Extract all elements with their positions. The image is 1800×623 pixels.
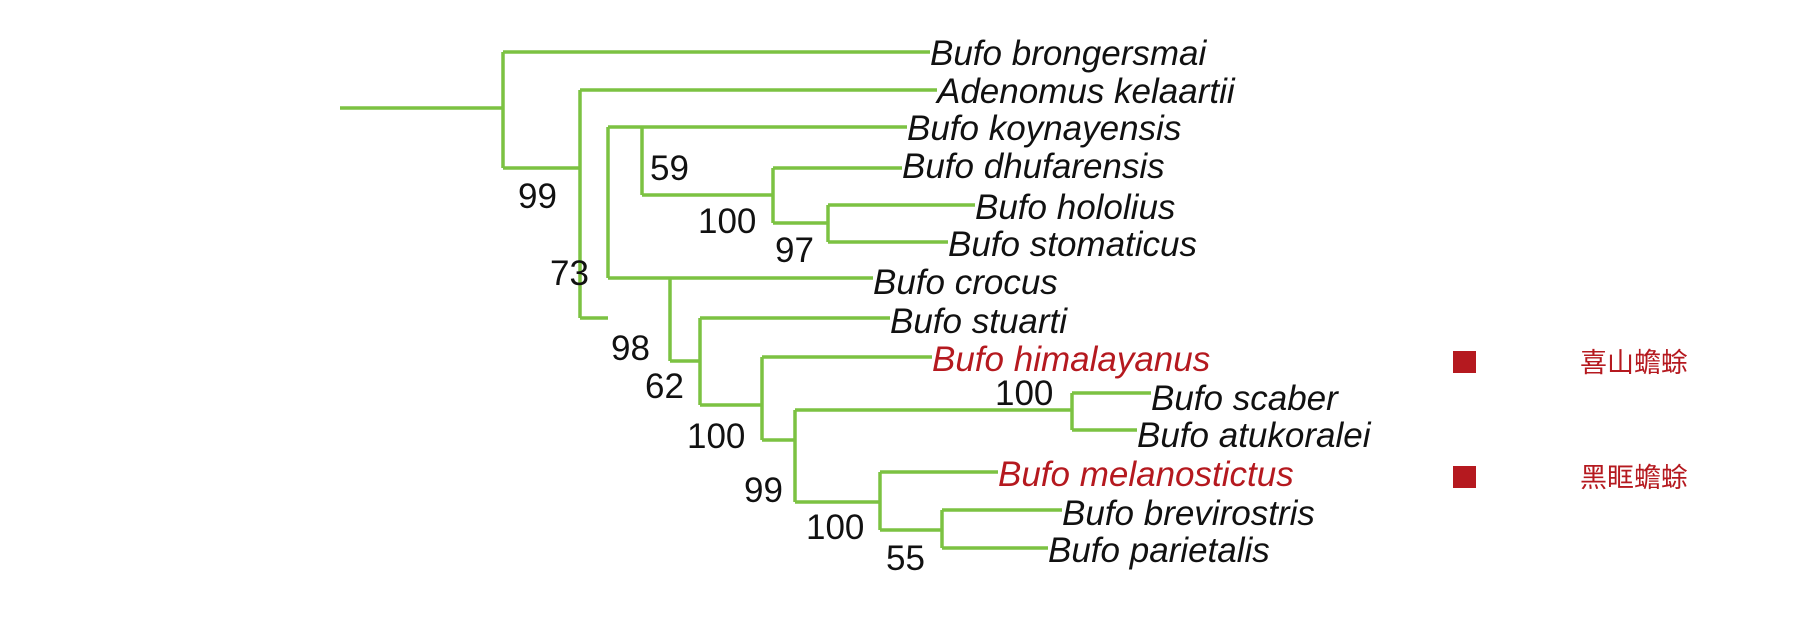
- highlight-legend: 喜山蟾蜍 黑眶蟾蜍: [1453, 348, 1688, 494]
- support-value: 99: [518, 177, 557, 216]
- taxon-label: Bufo brongersmai: [930, 34, 1207, 73]
- support-value: 100: [687, 417, 745, 456]
- highlight-marker: [1453, 466, 1476, 488]
- support-values: 99 73 59 100 97 98 62 100 100 99 100 55: [518, 149, 1053, 578]
- taxon-label: Adenomus kelaartii: [935, 72, 1236, 111]
- support-value: 100: [698, 202, 756, 241]
- common-name-label: 黑眶蟾蜍: [1580, 463, 1688, 494]
- support-value: 73: [550, 254, 589, 293]
- common-name-label: 喜山蟾蜍: [1580, 348, 1688, 379]
- taxon-labels: Bufo brongersmai Adenomus kelaartii Bufo…: [873, 34, 1372, 570]
- support-value: 100: [806, 508, 864, 547]
- taxon-label: Bufo scaber: [1151, 379, 1339, 418]
- taxon-label: Bufo dhufarensis: [902, 147, 1165, 186]
- taxon-label-highlighted: Bufo himalayanus: [932, 340, 1210, 379]
- support-value: 55: [886, 539, 925, 578]
- taxon-label: Bufo parietalis: [1048, 531, 1270, 570]
- taxon-label: Bufo crocus: [873, 263, 1058, 302]
- taxon-label-highlighted: Bufo melanostictus: [998, 455, 1294, 494]
- support-value: 62: [645, 367, 684, 406]
- support-value: 59: [650, 149, 689, 188]
- taxon-label: Bufo koynayensis: [907, 109, 1181, 148]
- support-value: 99: [744, 471, 783, 510]
- taxon-label: Bufo hololius: [975, 188, 1175, 227]
- taxon-label: Bufo brevirostris: [1062, 494, 1315, 533]
- taxon-label: Bufo stuarti: [890, 302, 1068, 341]
- support-value: 97: [775, 231, 814, 270]
- support-value: 98: [611, 329, 650, 368]
- tree-branches: [340, 50, 1151, 550]
- taxon-label: Bufo atukoralei: [1137, 416, 1372, 455]
- taxon-label: Bufo stomaticus: [948, 225, 1197, 264]
- support-value: 100: [995, 374, 1053, 413]
- highlight-marker: [1453, 351, 1476, 373]
